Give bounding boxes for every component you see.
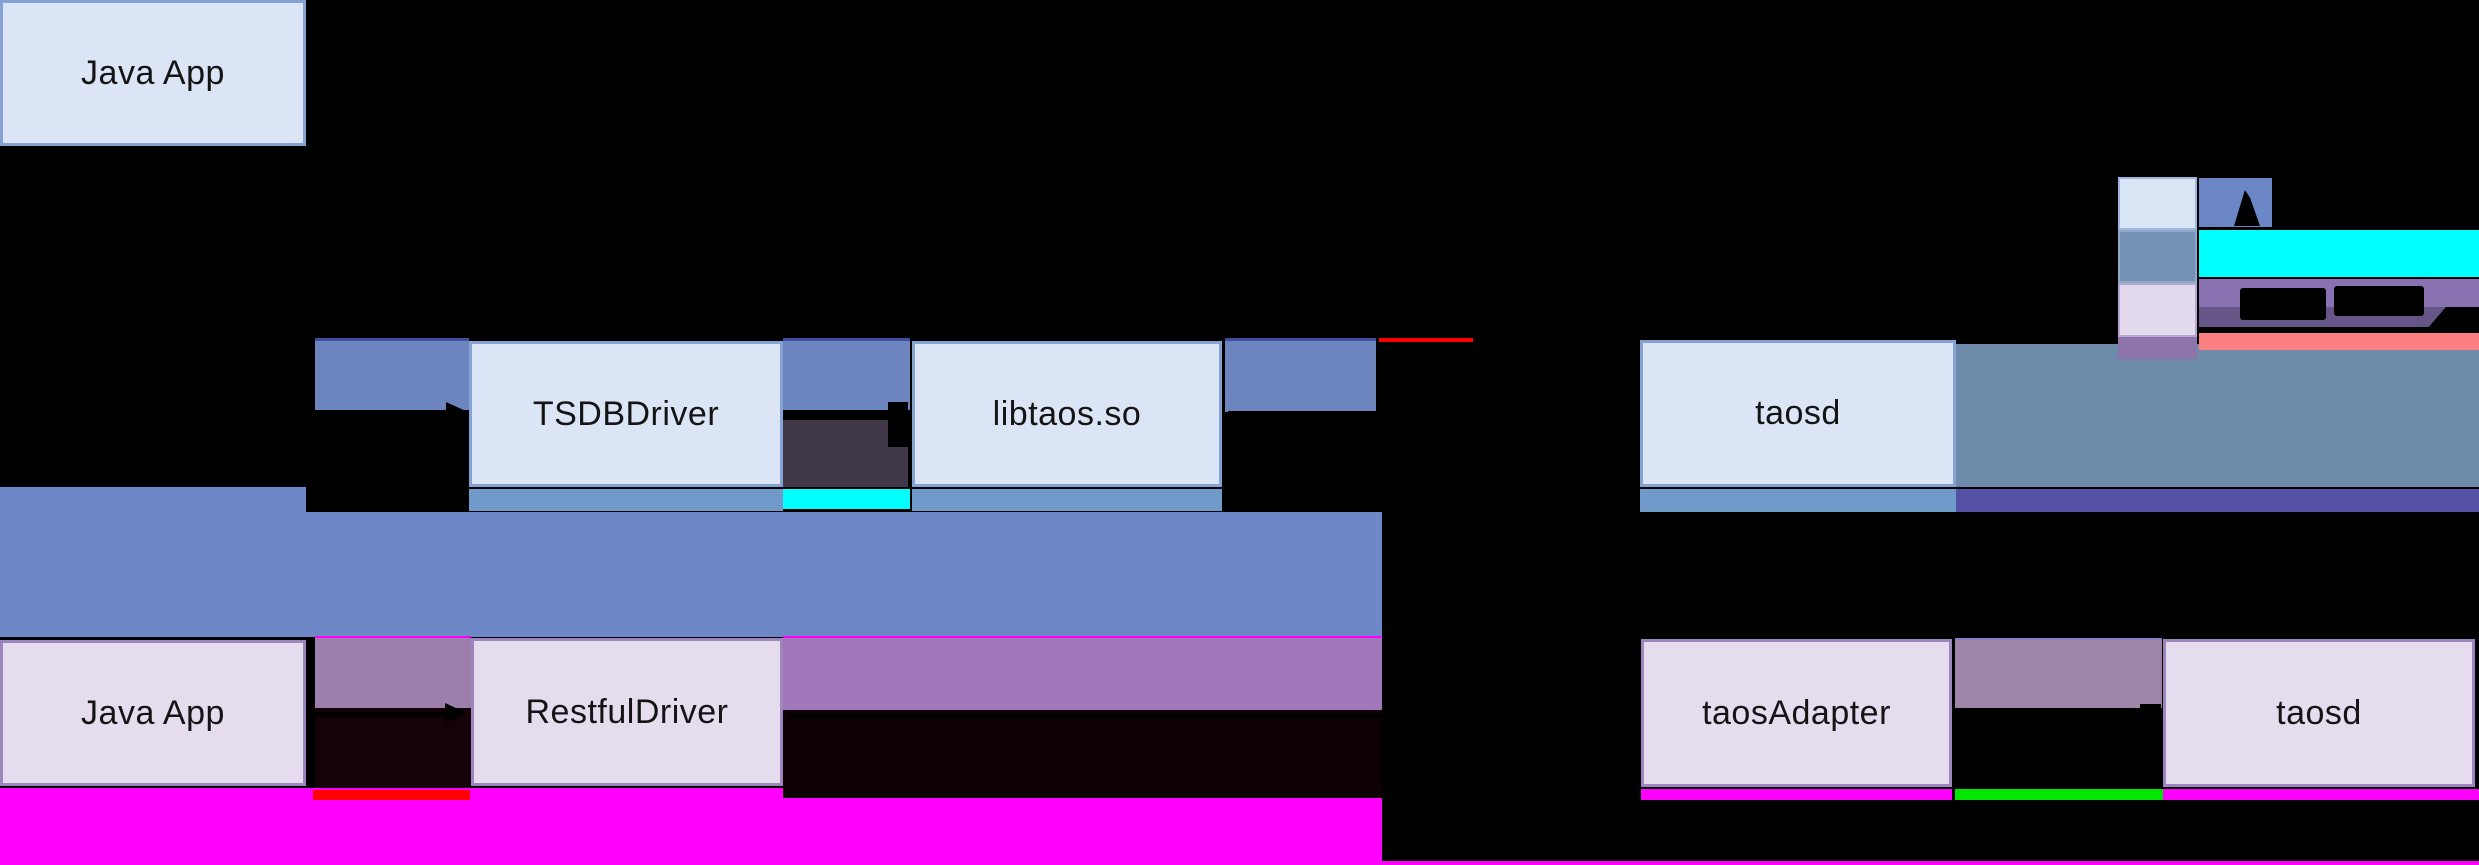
node-label: Java App [81, 53, 225, 92]
node-taosd-restful: taosd [2163, 639, 2475, 787]
jni-highlight-rect-2 [783, 338, 910, 410]
magenta-strip-under-taosadapter [1641, 789, 1952, 800]
steel-region-right-of-taosd [1956, 344, 2479, 487]
arrowhead-libtaos-to-taosd [1618, 401, 1640, 421]
legend-band-cyan [2199, 230, 2479, 277]
node-java-app-restful: Java App [0, 640, 306, 786]
legend-text-silhouette-2 [2240, 288, 2326, 320]
legend-band-salmon [2199, 333, 2479, 350]
node-tsdbdriver: TSDBDriver [469, 341, 783, 487]
jni-highlight-rect-1 [315, 338, 469, 410]
node-label: libtaos.so [992, 394, 1142, 433]
node-label: taosd [2276, 693, 2362, 732]
legend-text-silhouette-3 [2334, 286, 2424, 316]
node-libtaos: libtaos.so [912, 341, 1222, 487]
node-label: Java App [81, 693, 225, 732]
node-java-app-jni: Java App [0, 0, 306, 146]
magenta-strip-under-taosd2 [2163, 789, 2479, 800]
node-label: RestfulDriver [525, 692, 729, 731]
legend-swatch-steel [2118, 230, 2197, 283]
adapter-taosd-purple-band [1955, 638, 2162, 708]
magenta-edge-line-2 [783, 636, 1382, 638]
arrow-tsdb-to-libtaos [783, 412, 890, 417]
legend-swatch-jni-box [2118, 177, 2197, 230]
strip-under-libtaos [912, 489, 1222, 511]
node-label: taosAdapter [1702, 693, 1891, 732]
red-strip [313, 790, 470, 800]
strip-under-tsdbdriver [469, 489, 783, 511]
arrow-java-to-restful [310, 712, 446, 717]
node-taosd-jni: taosd [1640, 340, 1956, 487]
arrowhead-restful-to-adapter [1617, 704, 1639, 724]
legend-band-blue [2199, 178, 2272, 227]
arrowhead-java-to-restful [445, 703, 467, 723]
arrowhead-adapter-to-taosd [2140, 704, 2161, 735]
dark-maroon-rect-2 [783, 710, 1382, 798]
strip-under-taosd [1640, 489, 1956, 512]
legend-swatch-restful-box [2118, 283, 2197, 337]
magenta-band-right [783, 798, 1382, 865]
blue-band-between-rows [0, 512, 1382, 637]
node-taosadapter: taosAdapter [1641, 639, 1952, 787]
arrow-libtaos-to-taosd [1228, 411, 1620, 416]
indigo-band [1956, 489, 2479, 512]
cyan-strip [783, 489, 910, 509]
magenta-edge-line-1 [315, 636, 471, 638]
jni-dark-rect [783, 420, 908, 487]
green-strip [1955, 789, 2163, 800]
node-restfuldriver: RestfulDriver [471, 638, 783, 786]
arrowhead-tsdb-to-libtaos [888, 402, 908, 447]
arrow-nub-1 [313, 410, 322, 418]
bottom-magenta-line [1382, 861, 2479, 865]
arrow-restful-to-adapter [790, 713, 1617, 718]
node-label: taosd [1755, 394, 1841, 432]
red-line-segment [1379, 338, 1473, 342]
legend-swatch-purple [2118, 337, 2197, 359]
arrowhead-java-to-tsdb [446, 402, 468, 422]
arrow-java-to-tsdb [310, 411, 447, 416]
node-label: TSDBDriver [532, 394, 720, 433]
magenta-band-left [0, 788, 783, 865]
restful-purple-band [783, 638, 1382, 710]
blue-under-java-app [0, 487, 306, 513]
arrow-adapter-to-taosd [1958, 713, 2140, 718]
restful-highlight-rect-1 [315, 638, 471, 708]
jni-highlight-rect-3 [1225, 338, 1376, 412]
